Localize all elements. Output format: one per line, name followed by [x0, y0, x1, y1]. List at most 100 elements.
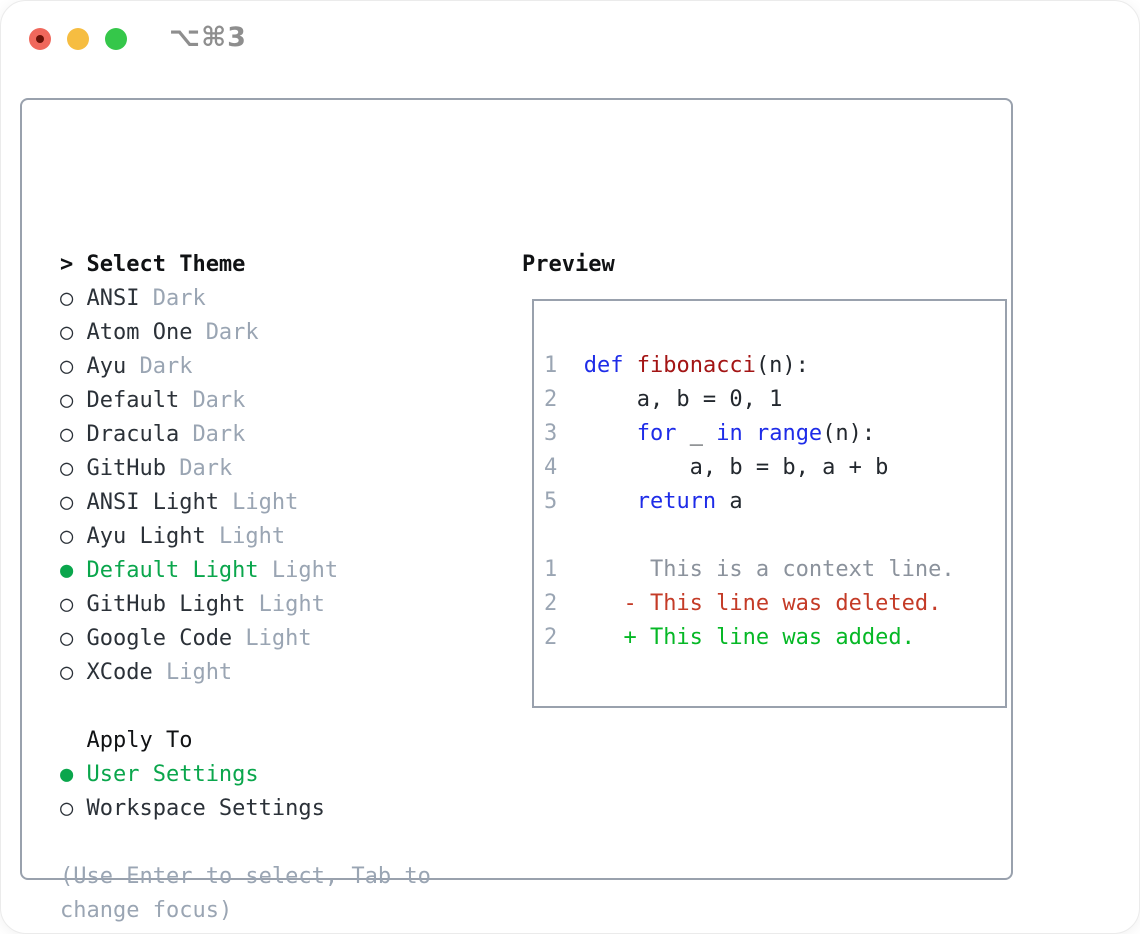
code-line — [544, 519, 1005, 553]
line-number: 2 — [544, 387, 558, 412]
code-token: for — [636, 421, 677, 446]
traffic-lights — [29, 28, 127, 50]
theme-option-atom-one[interactable]: ○ Atom One Dark — [60, 316, 431, 350]
preview-title: Preview — [522, 252, 615, 277]
radio-off-icon: ○ — [60, 626, 74, 651]
code-token: a, b = b, a + b — [583, 455, 889, 480]
select-theme-header: >Select Theme — [60, 248, 431, 282]
code-content: - This line was deleted. — [583, 591, 942, 616]
close-button[interactable] — [29, 28, 51, 50]
code-content: a, b = 0, 1 — [584, 387, 783, 412]
theme-variant: Light — [232, 490, 299, 515]
code-token: - This line was deleted. — [583, 591, 942, 616]
radio-off-icon: ○ — [60, 320, 74, 345]
apply-option-user-settings[interactable]: ● User Settings — [60, 758, 431, 792]
code-content: for _ in range(n): — [584, 421, 875, 446]
theme-variant: Dark — [152, 286, 206, 311]
theme-name: XCode — [86, 660, 153, 685]
code-token — [743, 421, 756, 446]
theme-name: Dracula — [86, 422, 180, 447]
theme-name: Google Code — [86, 626, 233, 651]
code-line: 2 a, b = 0, 1 — [544, 383, 1005, 417]
apply-option-label: Workspace Settings — [86, 796, 325, 821]
code-token: fibonacci — [636, 353, 756, 378]
code-token: def — [583, 353, 624, 378]
radio-off-icon: ○ — [60, 286, 74, 311]
theme-option-ayu[interactable]: ○ Ayu Dark — [60, 350, 431, 384]
theme-variant: Dark — [139, 354, 193, 379]
theme-option-ansi-light[interactable]: ○ ANSI Light Light — [60, 486, 431, 520]
theme-variant: Light — [258, 592, 325, 617]
code-token: range — [755, 421, 823, 446]
line-number: 2 — [544, 625, 558, 650]
code-line: 3 for _ in range(n): — [544, 417, 1005, 451]
code-content: return a — [584, 489, 743, 514]
theme-name: Atom One — [86, 320, 193, 345]
theme-name: GitHub — [86, 456, 166, 481]
code-token: (n): — [755, 353, 809, 378]
radio-off-icon: ○ — [60, 592, 74, 617]
apply-to-list: ● User Settings ○ Workspace Settings — [60, 758, 431, 826]
theme-name: Ayu Light — [86, 524, 206, 549]
theme-name: ANSI Light — [86, 490, 219, 515]
radio-off-icon: ○ — [60, 354, 74, 379]
theme-variant: Light — [218, 524, 286, 549]
code-line: 2 + This line was added. — [544, 621, 1005, 655]
line-number: 3 — [544, 421, 558, 446]
code-token — [584, 421, 637, 446]
theme-variant: Light — [245, 626, 312, 651]
radio-on-icon: ● — [60, 762, 74, 787]
theme-option-ayu-light[interactable]: ○ Ayu Light Light — [60, 520, 431, 554]
select-theme-title: Select Theme — [86, 252, 246, 277]
apply-to-header: Apply To — [86, 728, 193, 753]
code-token: _ — [676, 421, 717, 446]
theme-variant: Dark — [205, 320, 259, 345]
radio-off-icon: ○ — [60, 490, 74, 515]
line-number: 4 — [544, 455, 558, 480]
theme-variant: Light — [165, 660, 233, 685]
code-line: 5 return a — [544, 485, 1005, 519]
code-token — [584, 489, 637, 514]
code-content: + This line was added. — [584, 625, 914, 650]
code-content: a, b = b, a + b — [584, 455, 889, 480]
apply-option-label: User Settings — [86, 762, 259, 787]
theme-option-ansi[interactable]: ○ ANSI Dark — [60, 282, 431, 316]
theme-option-github-light[interactable]: ○ GitHub Light Light — [60, 588, 431, 622]
apply-option-workspace-settings[interactable]: ○ Workspace Settings — [60, 792, 431, 826]
theme-option-google-code[interactable]: ○ Google Code Light — [60, 622, 431, 656]
code-token: in — [716, 421, 743, 446]
zoom-button[interactable] — [105, 28, 127, 50]
theme-name: Ayu — [86, 354, 127, 379]
code-line: 1 This is a context line. — [544, 553, 1005, 587]
theme-name: GitHub Light — [86, 592, 246, 617]
code-content: This is a context line. — [584, 557, 955, 582]
hint-line-1: (Use Enter to select, Tab to — [60, 864, 431, 889]
theme-name: ANSI — [86, 286, 140, 311]
radio-off-icon: ○ — [60, 388, 74, 413]
close-button-dot-icon — [36, 35, 44, 43]
code-token: a — [716, 489, 743, 514]
minimize-button[interactable] — [67, 28, 89, 50]
code-line: 2 - This line was deleted. — [544, 587, 1005, 621]
line-number: 1 — [544, 557, 558, 582]
radio-off-icon: ○ — [60, 524, 74, 549]
line-number: 1 — [544, 353, 558, 378]
window-title: ⌥⌘3 — [169, 22, 247, 53]
line-number: 5 — [544, 489, 558, 514]
theme-variant: Dark — [179, 456, 233, 481]
theme-name: Default — [86, 388, 180, 413]
code-token: a, b = 0, 1 — [583, 387, 783, 412]
theme-name: Default Light — [86, 558, 259, 583]
spacer — [60, 826, 431, 860]
code-content: def fibonacci(n): — [584, 353, 809, 378]
code-line: 4 a, b = b, a + b — [544, 451, 1005, 485]
radio-off-icon: ○ — [60, 796, 74, 821]
